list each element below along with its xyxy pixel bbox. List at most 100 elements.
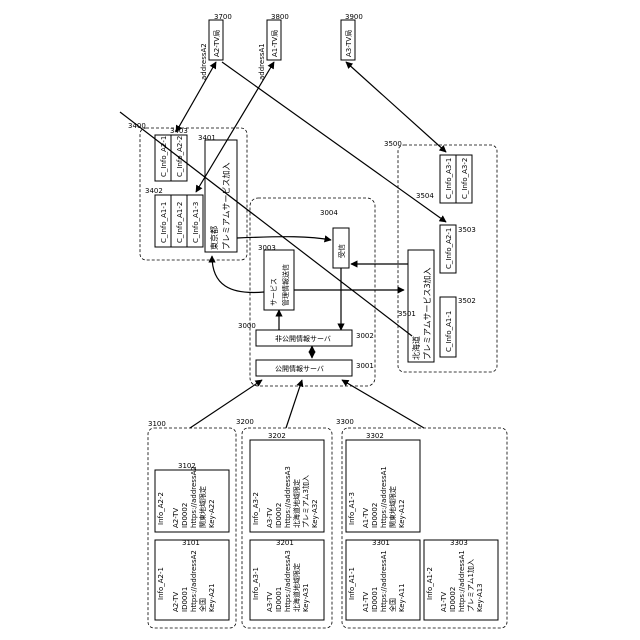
c-info-a2-1: C_Info_A2-1 [160, 136, 168, 177]
card-line: A1-TV [362, 592, 370, 612]
tv-station-a1-ref: 3800 [271, 13, 289, 21]
service-label-2: 管理情報送信 [281, 264, 290, 306]
card-line: https://addressA1 [380, 466, 388, 528]
card-line: A1-TV [362, 508, 370, 528]
group-3200-ref: 3200 [236, 418, 254, 426]
tv-station-a2-ref: 3700 [214, 13, 232, 21]
c-info-a1-3: C_Info_A1-3 [192, 202, 200, 243]
tv-station-a2: A2-TV局 3700 addressA2 [200, 13, 232, 80]
card-ref: 3201 [276, 539, 294, 547]
c-info-a1-1-ref: 3402 [145, 187, 163, 195]
arrow-3200-to-server [286, 380, 302, 428]
c-info-a1-1-hk-ref: 3502 [458, 297, 476, 305]
card-line: A2-TV [172, 508, 180, 528]
card-header: Info_A1-2 [426, 567, 434, 600]
c-info-a2-1-hk-ref: 3503 [458, 226, 476, 234]
public-server-ref: 3001 [356, 362, 374, 370]
card-line: Key-A12 [398, 499, 406, 528]
card-line: A3-TV [266, 508, 274, 528]
card-header: Info_A2-2 [157, 492, 165, 525]
card-ref: 3302 [366, 432, 384, 440]
public-server-label: 公開情報サーバ [275, 364, 324, 373]
card-ref: 3303 [450, 539, 468, 547]
card-line: Key-A22 [208, 499, 216, 528]
card-line: https://addressA3 [284, 466, 292, 528]
card-line: Key-A13 [476, 583, 484, 612]
hokkaido-premium-label: プレミアムサービス3加入 [422, 267, 432, 360]
card-line: ID0001 [275, 587, 283, 612]
tv-station-a2-address: addressA2 [200, 43, 208, 80]
card-header: Info_A2-1 [157, 567, 165, 600]
card-line: 関東地域限定 [388, 486, 397, 528]
tv-station-a1-address: addressA1 [258, 43, 266, 80]
card-line: 全国 [388, 598, 397, 612]
card-line: ID0002 [371, 503, 379, 528]
card-line: ID0002 [449, 587, 457, 612]
group-3000-ref: 3000 [238, 322, 256, 330]
group-3100-ref: 3100 [148, 420, 166, 428]
card-header: Info_A3-2 [252, 492, 260, 525]
card-ref: 3202 [268, 432, 286, 440]
tokyo-premium-ref: 3401 [198, 134, 216, 142]
tv-station-a3-name: A3-TV局 [345, 30, 353, 57]
card-line: ID0001 [181, 587, 189, 612]
link-a2-tv-to-tokyo-a2 [176, 62, 216, 132]
hokkaido-label: 北海道 [411, 336, 421, 360]
card-line: Key-A31 [302, 583, 310, 612]
tokyo-label: 東京都 [209, 226, 219, 250]
card-line: https://addressA1 [380, 550, 388, 612]
card-header: Info_A3-1 [252, 567, 260, 600]
card-ref: 3101 [182, 539, 200, 547]
card-line: プレミアム3加入 [301, 475, 310, 528]
card-line: プレミアム1加入 [466, 559, 475, 612]
card-line: 北海道地域限定 [292, 479, 301, 528]
c-info-a3-1: C_Info_A3-1 [445, 158, 453, 199]
card-line: ID0002 [181, 503, 189, 528]
card-line: 北海道地域限定 [292, 563, 301, 612]
link-a3-tv-to-hokkaido-a3 [346, 62, 446, 152]
card-line: ID0002 [275, 503, 283, 528]
arrow-service-to-tokyo [212, 256, 264, 293]
tv-station-a2-name: A2-TV局 [213, 30, 221, 57]
card-line: A1-TV [440, 592, 448, 612]
receive-ref: 3004 [320, 209, 338, 217]
c-info-a3-1-ref: 3504 [416, 192, 434, 200]
service-ref: 3003 [258, 244, 276, 252]
card-line: https://addressA3 [284, 550, 292, 612]
c-info-a1-2: C_Info_A1-2 [176, 202, 184, 243]
group-3400-ref: 3400 [128, 122, 146, 130]
card-ref: 3301 [372, 539, 390, 547]
c-info-a3-2: C_Info_A3-2 [461, 158, 469, 199]
card-header: Info_A1-3 [348, 492, 356, 525]
card-line: 全国 [198, 598, 207, 612]
c-info-a1-1-hk: C_Info_A1-1 [445, 311, 453, 352]
private-server-label: 非公開情報サーバ [275, 334, 331, 343]
tv-station-a3-ref: 3900 [345, 13, 363, 21]
arrow-3300-to-server [342, 380, 424, 428]
group-3400: 3400 C_Info_A2-1 3403 C_Info_A2-2 C_Info… [128, 122, 247, 260]
tv-station-a1-name: A1-TV局 [271, 30, 279, 57]
tv-station-a3: A3-TV局 3900 [341, 13, 363, 60]
card-line: A2-TV [172, 592, 180, 612]
hokkaido-premium-ref: 3501 [398, 310, 416, 318]
service-label-1: サービス [269, 278, 278, 306]
card-line: 関東地域限定 [198, 486, 207, 528]
c-info-a2-1-hk: C_Info_A2-1 [445, 228, 453, 269]
group-3300-ref: 3300 [336, 418, 354, 426]
card-line: https://addressA2 [190, 466, 198, 528]
group-3500: 3500 C_Info_A3-1 3504 C_Info_A3-2 C_Info… [384, 140, 497, 372]
card-line: Key-A21 [208, 583, 216, 612]
private-server-ref: 3002 [356, 332, 374, 340]
card-line: https://addressA1 [458, 550, 466, 612]
card-line: ID0001 [371, 587, 379, 612]
card-line: Key-A32 [311, 499, 319, 528]
card-line: A3-TV [266, 592, 274, 612]
c-info-a1-1: C_Info_A1-1 [160, 202, 168, 243]
group-3500-ref: 3500 [384, 140, 402, 148]
card-line: https://addressA2 [190, 550, 198, 612]
card-ref: 3102 [178, 462, 196, 470]
tv-station-a1: A1-TV局 3800 addressA1 [258, 13, 289, 80]
tokyo-premium-label: プレミアムサービス加入 [221, 163, 231, 250]
